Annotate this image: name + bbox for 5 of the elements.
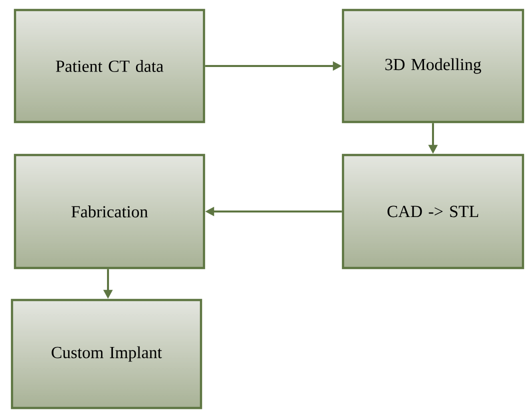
process-box: CAD -> STL: [342, 154, 524, 270]
process-box: 3D Modelling: [342, 8, 524, 124]
process-box: Fabrication: [14, 154, 206, 270]
process-box: Patient CT data: [14, 8, 206, 124]
process-box: Custom Implant: [10, 298, 202, 410]
